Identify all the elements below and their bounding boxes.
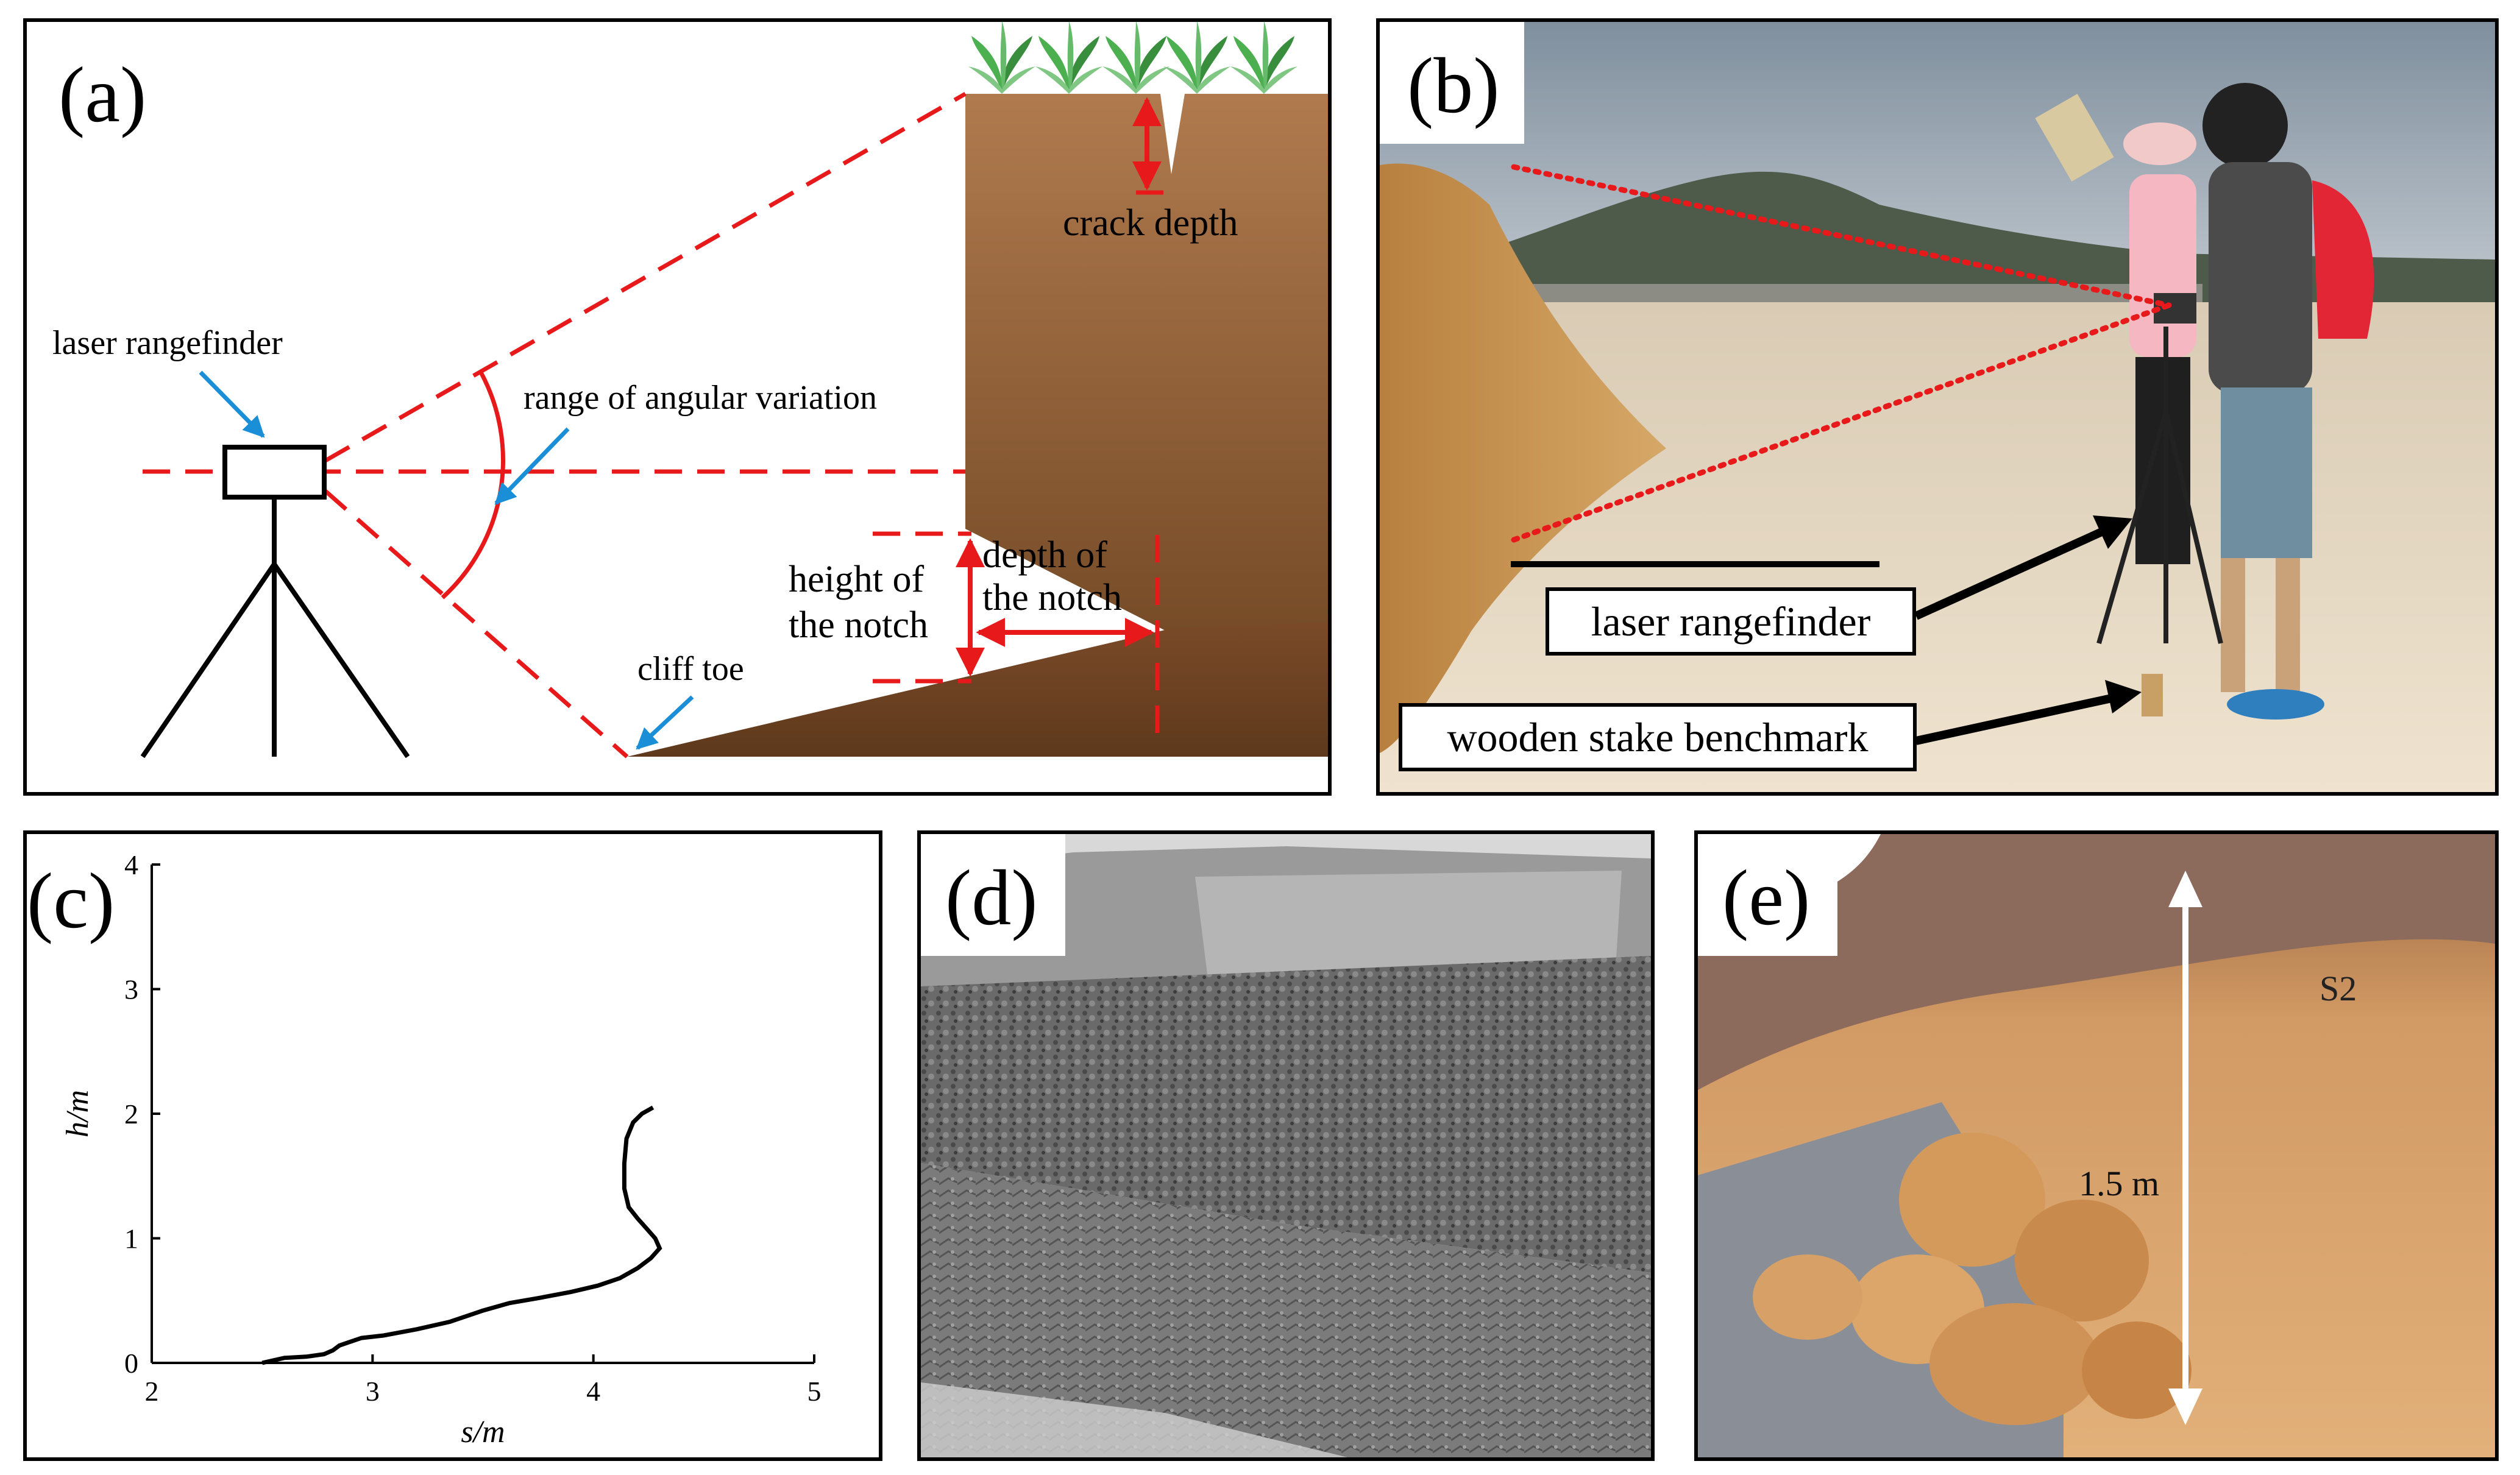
schematic-diagram: laser rangefinder range of angular varia… <box>52 22 1328 759</box>
photo-sight-lines <box>1511 164 2172 543</box>
panel-e-photo: (e) S2 1.5 m <box>1694 830 2499 1461</box>
panel-b-label: (b) <box>1380 22 1524 144</box>
label-notch-depth-line2: the notch <box>982 577 1122 618</box>
cliff-toe-pointer-arrow <box>636 695 694 750</box>
callout-arrows <box>1914 515 2142 745</box>
y-tick-label: 3 <box>124 974 138 1005</box>
panel-b-photo: (b) laser rangefinder wooden stake bench… <box>1376 18 2499 796</box>
label-cliff-toe: cliff toe <box>637 650 744 688</box>
x-tick-label: 5 <box>807 1376 822 1407</box>
y-tick-label: 2 <box>124 1098 138 1130</box>
x-tick-label: 4 <box>586 1376 600 1407</box>
label-crack-depth: crack depth <box>1063 202 1238 244</box>
profile-series-line <box>261 1105 662 1365</box>
y-tick-label: 1 <box>124 1223 138 1254</box>
panel-d-label: (d) <box>921 834 1065 956</box>
cliff-body <box>965 94 1328 651</box>
label-angular-variation: range of angular variation <box>524 379 877 417</box>
panel-c-chart: 2 3 4 5 0 1 2 3 4 s/m h/m (c) <box>23 830 882 1461</box>
grayscale-photo-illustration <box>921 834 1651 1457</box>
angle-arc <box>441 371 505 600</box>
label-notch-height-line2: the notch <box>789 604 928 646</box>
panel-e-label: (e) <box>1698 834 1838 956</box>
tripod-photo <box>2096 327 2223 645</box>
y-axis-label: h/m <box>60 1090 95 1137</box>
sight-line-bottom <box>324 489 629 759</box>
x-tick-label: 2 <box>145 1376 159 1407</box>
label-notch-depth-line1: depth of <box>982 534 1107 576</box>
crack <box>1160 94 1185 174</box>
angle-pointer-arrow <box>494 427 570 505</box>
height-label: 1.5 m <box>2079 1164 2160 1203</box>
tripod-icon <box>140 445 410 759</box>
panel-d-photo: (d) <box>917 830 1655 1461</box>
rangefinder-pointer-arrow <box>199 370 265 438</box>
x-axis-label: s/m <box>461 1415 505 1449</box>
panel-c-label: (c) <box>27 861 121 941</box>
y-tick-label: 4 <box>124 849 138 880</box>
panel-a-label: (a) <box>59 51 147 139</box>
chart-axes <box>151 865 814 1364</box>
sight-line-top <box>324 91 967 463</box>
callout-wooden-stake-benchmark: wooden stake benchmark <box>1399 703 1917 771</box>
label-notch-height-line1: height of <box>789 559 924 600</box>
field-photo-illustration <box>1380 22 2495 792</box>
fallen-blocks <box>1753 1133 2192 1425</box>
profile-chart: 2 3 4 5 0 1 2 3 4 s/m h/m <box>60 849 822 1449</box>
layer-label-s2: S2 <box>2319 969 2357 1008</box>
people-figures <box>2035 83 2374 720</box>
rangefinder-device <box>2154 293 2196 324</box>
height-arrow <box>2168 871 2202 1425</box>
label-laser-rangefinder: laser rangefinder <box>52 324 283 362</box>
cliff-photo-illustration <box>1698 834 2495 1457</box>
rangefinder-box <box>222 445 327 500</box>
x-tick-label: 3 <box>366 1376 380 1407</box>
wooden-stake <box>2142 674 2163 716</box>
vegetation-icons <box>968 22 1297 94</box>
y-tick-label: 0 <box>124 1348 138 1379</box>
panel-a-schematic: laser rangefinder range of angular varia… <box>23 18 1332 796</box>
callout-laser-rangefinder: laser rangefinder <box>1546 587 1916 656</box>
cliff-toe-slope <box>627 622 1328 757</box>
